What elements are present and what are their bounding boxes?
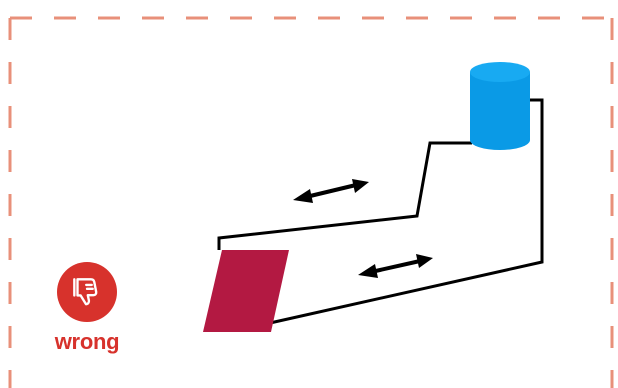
crimson-block xyxy=(203,250,289,332)
double-headed-arrow-icon xyxy=(293,179,369,203)
thumbs-down-badge xyxy=(57,262,117,322)
blue-cylinder xyxy=(470,62,530,150)
thumbs-down-icon xyxy=(73,278,98,306)
verdict-badge: wrong xyxy=(49,262,125,354)
double-headed-arrow-icon xyxy=(358,254,433,278)
lower-connector-line xyxy=(269,98,544,325)
upper-connector-line xyxy=(217,141,472,250)
verdict-label: wrong xyxy=(54,329,120,354)
